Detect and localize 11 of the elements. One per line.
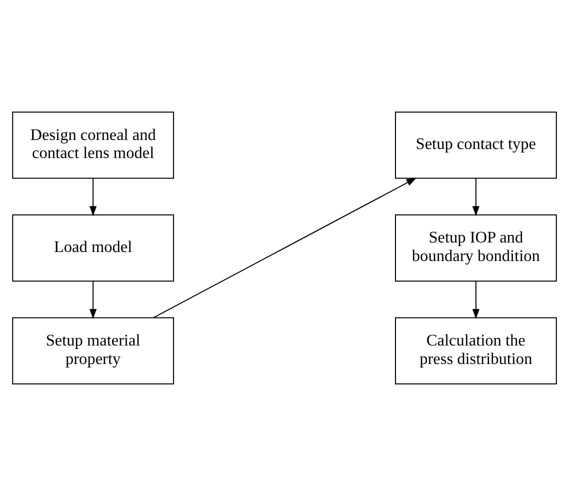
node-box: Setup material property xyxy=(12,316,174,384)
node-box: Design corneal and contact lens model xyxy=(12,111,174,178)
arrow xyxy=(153,177,417,318)
node-box: Load model xyxy=(12,214,174,282)
arrow xyxy=(90,280,97,319)
node-box: Setup IOP and boundary bondition xyxy=(394,214,557,282)
arrow xyxy=(472,280,480,319)
node-box: Setup contact type xyxy=(394,111,557,178)
arrow xyxy=(472,178,480,216)
arrow xyxy=(90,178,97,216)
node-box: Calculation the press distribution xyxy=(394,316,557,384)
